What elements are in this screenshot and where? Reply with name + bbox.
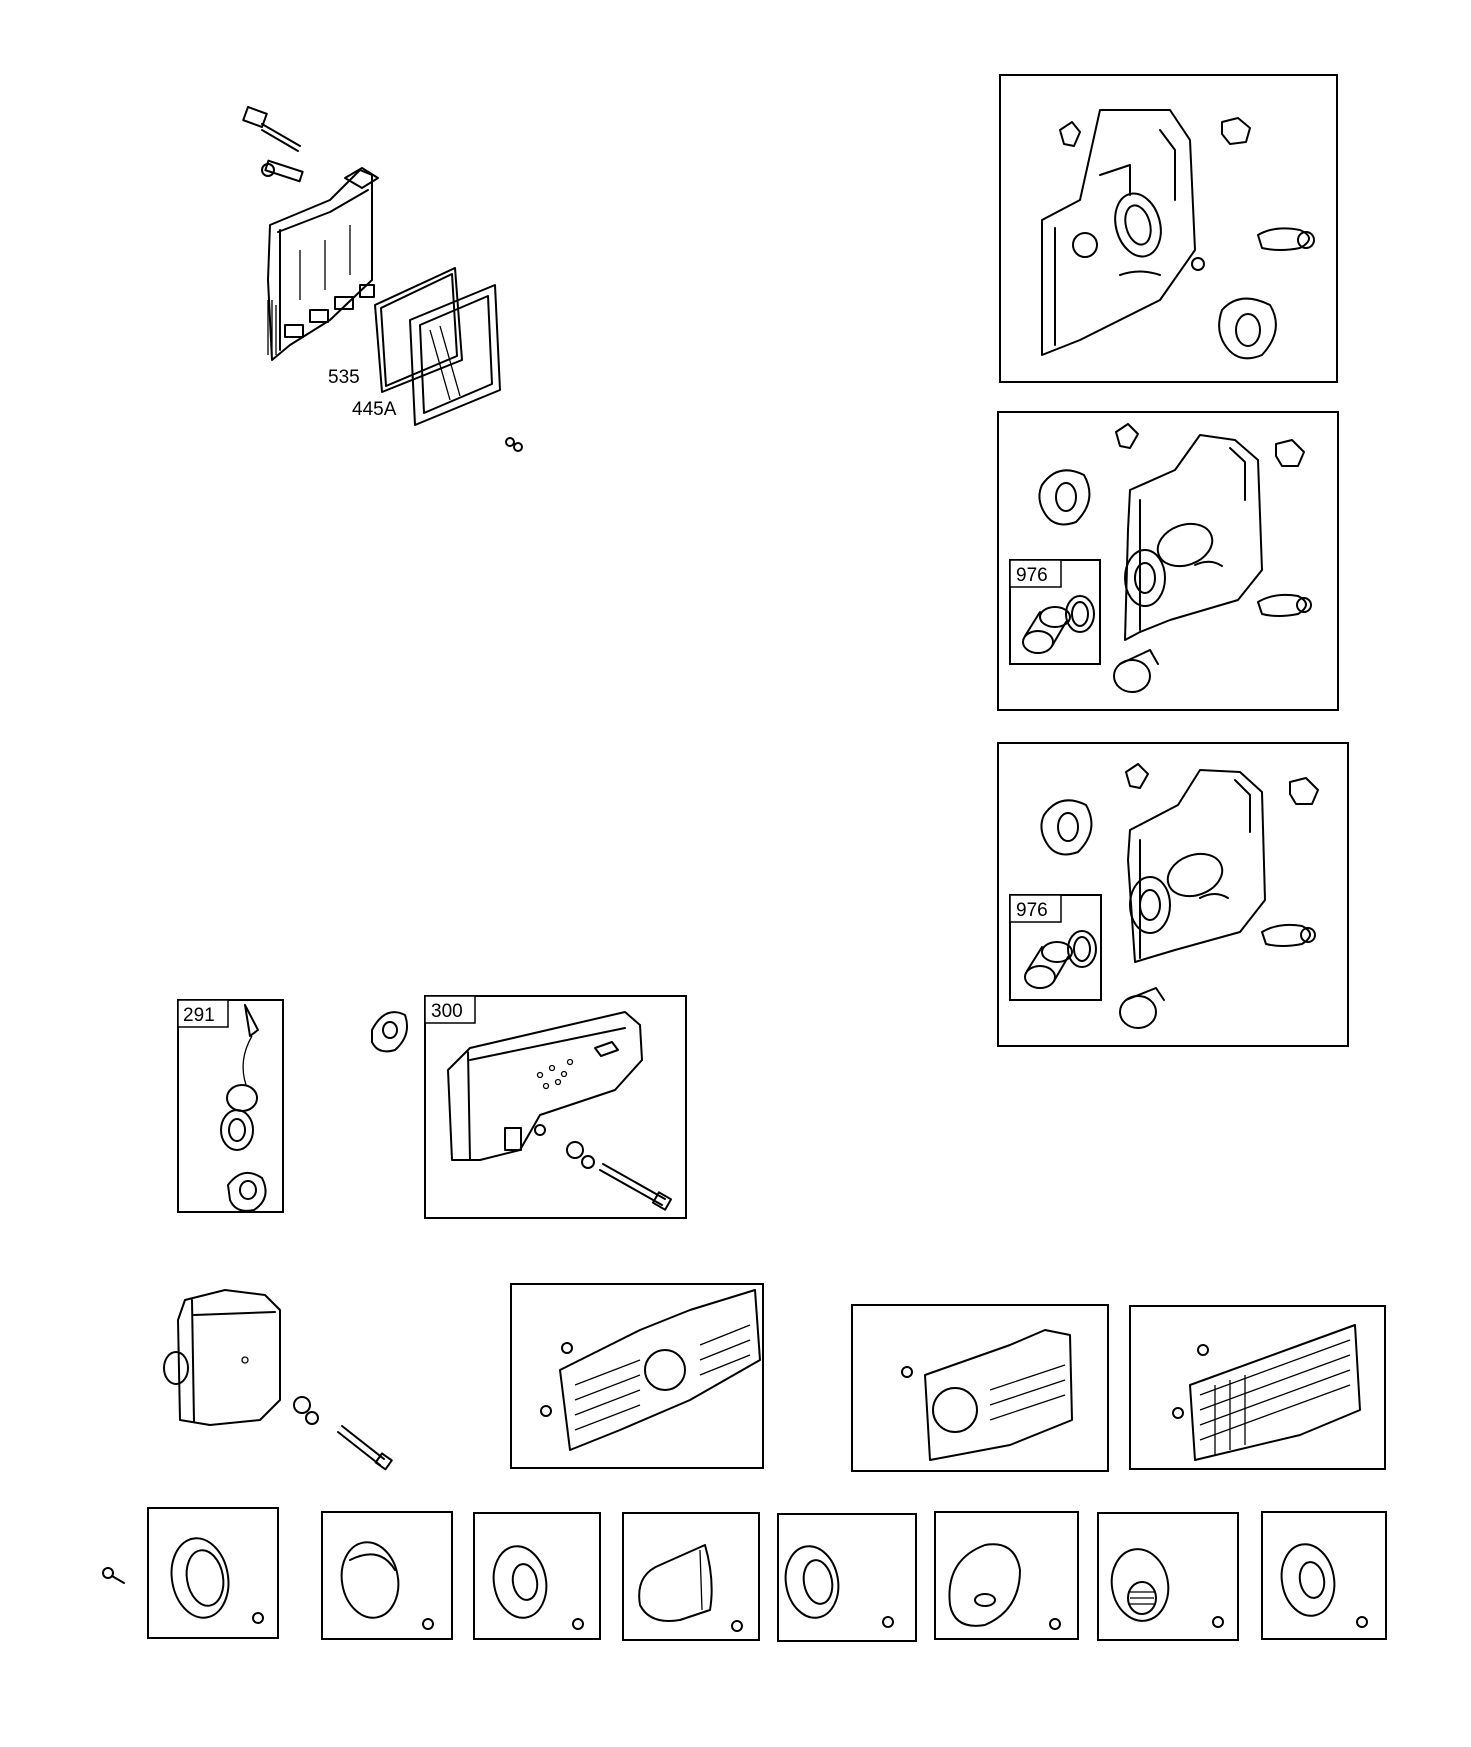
gasket-kit-box-291: 291 xyxy=(177,999,284,1213)
mounting-screw xyxy=(261,159,304,183)
callout-535: 535 xyxy=(328,367,360,388)
muffler-bolt-2 xyxy=(293,1396,393,1471)
muffler-guard-1 xyxy=(510,1283,764,1469)
small-nut xyxy=(505,437,523,452)
knob-screw xyxy=(242,106,301,152)
muffler-kit-box-300: 300 xyxy=(424,995,687,1219)
carb-gasket-3 xyxy=(1040,799,1093,856)
carb-nut-2 xyxy=(1275,439,1305,467)
muffler xyxy=(163,1289,393,1471)
deflector-box-2 xyxy=(321,1511,453,1640)
carb-nut-3 xyxy=(1289,777,1319,805)
carb-gasket xyxy=(1218,297,1277,360)
fuel-elbow xyxy=(1257,227,1315,251)
float-bowl-3 xyxy=(1119,987,1165,1029)
deflector-box-7 xyxy=(1097,1512,1239,1641)
deflector-box-8 xyxy=(1261,1511,1387,1640)
callout-445a: 445A xyxy=(352,399,397,420)
callout-976-b: 976 xyxy=(1016,900,1048,921)
muffler-guard-3 xyxy=(1129,1305,1386,1470)
fuel-elbow-3 xyxy=(1261,923,1316,947)
muffler-gasket xyxy=(371,1011,408,1053)
carburetor-box-3: 976 xyxy=(997,742,1349,1047)
repair-kit-box-976a: 976 xyxy=(1009,559,1101,665)
fuel-elbow-2 xyxy=(1257,593,1312,617)
air-cleaner-assembly: 535 445A xyxy=(242,106,523,452)
deflector-box-4 xyxy=(622,1512,760,1641)
carb-clip-3 xyxy=(1125,763,1149,789)
filter-frame xyxy=(409,284,501,426)
callout-976-a: 976 xyxy=(1016,565,1048,586)
carburetor-box-1 xyxy=(999,74,1338,383)
repair-kit-box-976b: 976 xyxy=(1009,894,1102,1001)
deflector-box-1 xyxy=(147,1507,279,1639)
carb-clip xyxy=(1059,121,1081,147)
muffler-bolt xyxy=(566,1141,673,1211)
air-cleaner-base xyxy=(267,167,379,361)
loose-screw xyxy=(102,1567,125,1584)
deflector-box-5 xyxy=(777,1513,917,1642)
filter-element xyxy=(374,267,463,393)
callout-300: 300 xyxy=(431,1001,463,1022)
carb-nut xyxy=(1221,117,1251,145)
carburetor-box-2: 976 xyxy=(997,411,1339,711)
deflector-box-6 xyxy=(934,1511,1079,1640)
callout-291: 291 xyxy=(183,1005,215,1026)
carb-clip-2 xyxy=(1115,423,1139,449)
muffler-guard-2 xyxy=(851,1304,1109,1472)
float-bowl xyxy=(1113,649,1159,693)
deflector-box-3 xyxy=(473,1512,601,1640)
carb-gasket-2 xyxy=(1038,469,1091,526)
